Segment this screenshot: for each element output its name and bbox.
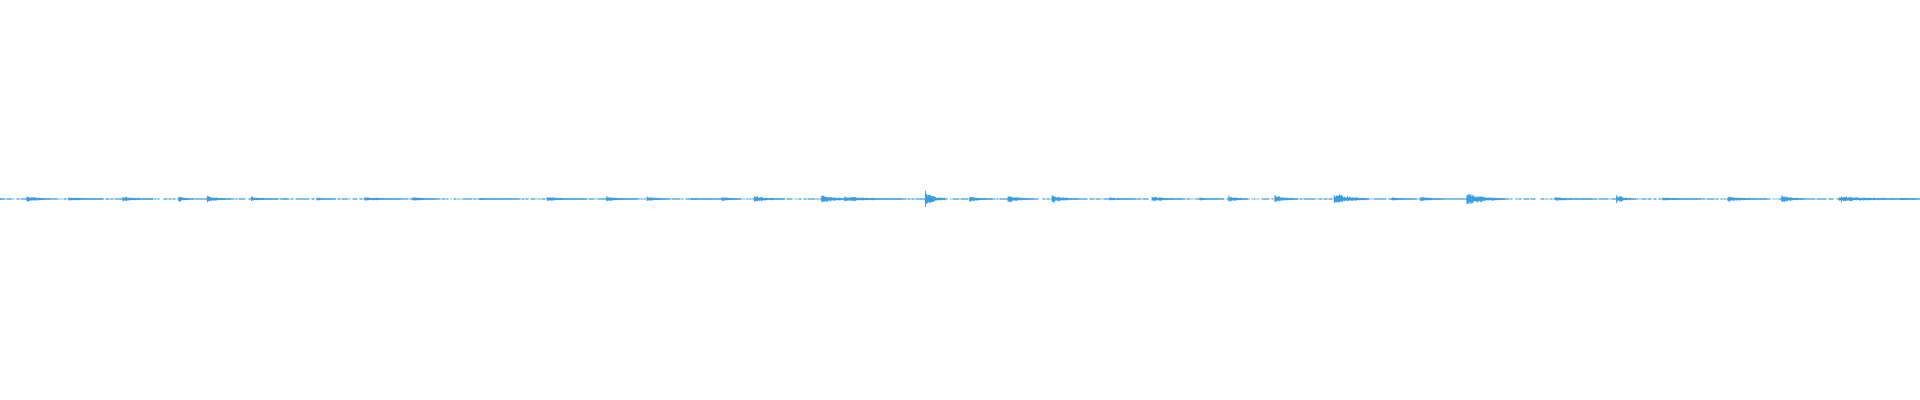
waveform-burst	[1466, 193, 1506, 204]
waveform-burst	[844, 196, 903, 202]
waveform-burst	[969, 197, 994, 202]
waveform-burst	[1727, 196, 1767, 202]
waveform-burst	[646, 196, 671, 201]
waveform-burst	[754, 195, 786, 202]
waveform-burst	[1228, 195, 1249, 202]
waveform-burst	[924, 190, 945, 207]
waveform-burst	[721, 197, 742, 202]
waveform-burst	[546, 197, 586, 201]
waveform-burst	[1007, 196, 1035, 203]
waveform-burst	[1109, 197, 1137, 201]
waveform-burst	[1151, 196, 1183, 202]
waveform-burst	[178, 197, 195, 202]
waveform-burst	[122, 196, 154, 202]
waveform-burst	[1391, 197, 1416, 201]
waveform-burst	[1333, 194, 1369, 203]
waveform-burst	[412, 197, 437, 201]
waveform-burst	[68, 197, 104, 201]
waveform-burst	[1274, 194, 1299, 203]
waveform-burst	[479, 198, 519, 200]
waveform-burst	[1051, 195, 1079, 204]
waveform-burst	[1554, 197, 1594, 201]
waveform-burst	[1199, 197, 1224, 201]
waveform-burst	[1616, 195, 1637, 204]
waveform-burst	[1420, 197, 1445, 201]
waveform-burst	[606, 196, 638, 202]
waveform-burst	[1781, 195, 1806, 203]
waveform-burst	[1900, 197, 1920, 200]
waveform-burst	[283, 198, 288, 200]
waveform-burst	[364, 197, 404, 201]
waveform-burst	[1662, 197, 1702, 201]
waveform-burst	[316, 197, 337, 201]
waveform-burst	[251, 196, 278, 201]
waveform-burst	[26, 196, 51, 202]
waveform-trace	[0, 190, 1920, 207]
waveform-burst	[0, 198, 4, 200]
waveform-burst	[206, 195, 231, 203]
